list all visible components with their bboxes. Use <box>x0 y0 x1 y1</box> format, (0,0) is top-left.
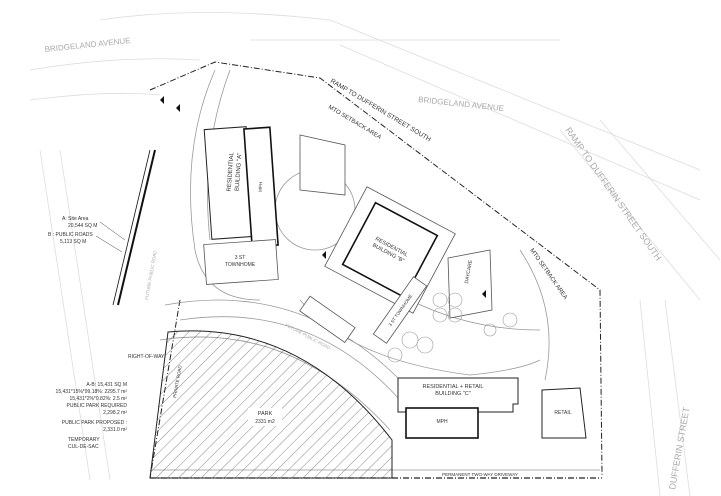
public-roads-label: B : PUBLIC ROADS <box>48 232 93 238</box>
park-area: 2331 m2 <box>255 419 275 425</box>
building-c-mph <box>405 407 479 439</box>
park-required-value: 2,298.2 m² <box>103 410 127 416</box>
leader-line <box>99 221 126 241</box>
play-area-trees <box>387 292 518 363</box>
site-area-label: A: Site Area <box>62 216 89 222</box>
entry-arrow-icon <box>176 104 180 112</box>
park-label-bg <box>248 408 282 426</box>
calc-line-2: 15,431*2%*0.82%: 2.5 m² <box>69 396 127 402</box>
building-c-mph-label: MPH <box>436 419 448 425</box>
building-a-mph-label: MPH <box>258 182 264 192</box>
cul-de-sac-label-1: TEMPORARY <box>68 437 100 443</box>
right-of-way-line <box>117 149 156 306</box>
building-c-title: RESIDENTIAL + RETAIL <box>423 384 484 390</box>
park-label: PARK <box>258 411 273 417</box>
daycare-label: DAYCARE <box>464 259 474 284</box>
private-road-label: PRIVATE ROAD <box>172 364 183 398</box>
site-area-notes: A: Site Area 20,544 SQ M B : PUBLIC ROAD… <box>48 216 126 253</box>
building-a-subtitle: BUILDING "A" <box>235 153 244 192</box>
building-b-group: RESIDENTIAL BUILDING "B" <box>324 186 456 314</box>
calc-line-1: 15,431*15%*99.18%: 2295.7 m² <box>56 389 128 395</box>
driveway-label: PERMANENT TWO-WAY DRIVEWAY <box>442 472 518 477</box>
retail-label: RETAIL <box>554 410 571 416</box>
cul-de-sac-label-2: CUL-DE-SAC <box>68 444 99 450</box>
right-of-way-line-2 <box>112 149 151 306</box>
leader-line <box>95 235 123 253</box>
park-required-label: PUBLIC PARK REQUIRED <box>67 403 128 409</box>
park <box>149 330 393 479</box>
daycare <box>447 249 493 319</box>
right-of-way-label: RIGHT-OF-WAY <box>128 354 165 360</box>
public-roads-value: 5,113 SQ M <box>60 239 86 245</box>
townhome-a <box>203 239 279 285</box>
entry-arrow-icons <box>160 96 486 298</box>
park-proposed-label: PUBLIC PARK PROPOSED : <box>62 420 127 426</box>
entry-arrow-icon <box>322 251 326 259</box>
townhome-a-label-1: 3 ST <box>235 255 246 261</box>
building-c <box>397 377 519 413</box>
property-line <box>149 61 603 476</box>
park-calculation-notes: A-B: 15,431 SQ M 15,431*15%*99.18%: 2295… <box>56 382 128 450</box>
building-c-subtitle: BUILDING "C" <box>435 391 470 397</box>
retail-building <box>541 387 587 439</box>
entry-arrow-icon <box>160 96 164 104</box>
townhome-c <box>299 295 356 343</box>
building-a-title: RESIDENTIAL <box>227 151 236 191</box>
context-linework <box>29 12 721 496</box>
site-area-value: 20,544 SQ M <box>68 223 97 229</box>
townhome-b <box>372 276 428 344</box>
entry-arrow-icon <box>482 290 486 298</box>
ab-area: A-B: 15,431 SQ M <box>86 382 127 388</box>
building-b <box>341 201 439 299</box>
amenity-block <box>299 134 346 196</box>
park-proposed-value: 2,331.0 m² <box>103 427 127 433</box>
townhome-a-label-2: TOWNHOME <box>225 262 256 268</box>
